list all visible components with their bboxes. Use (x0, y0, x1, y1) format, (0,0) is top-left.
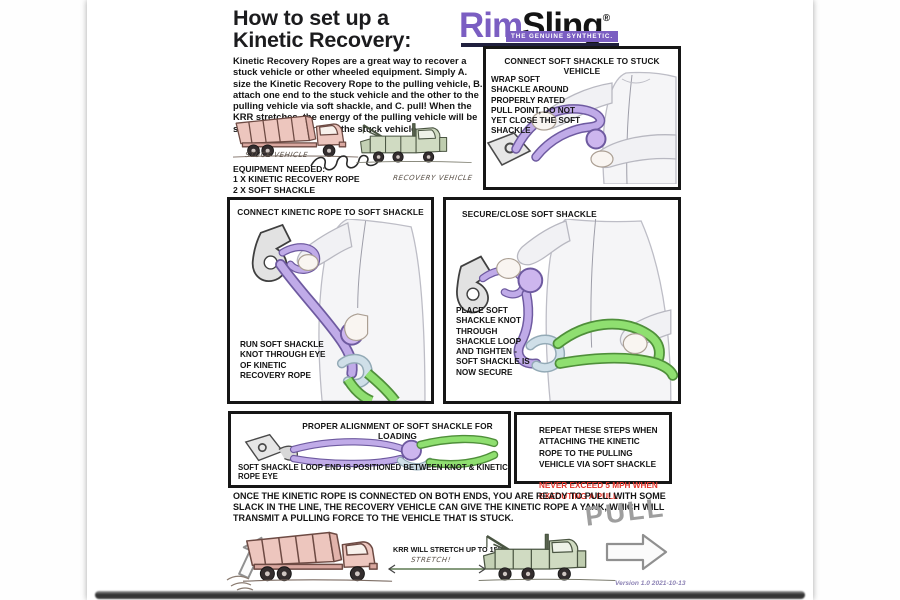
stuck-truck-scene-illustration (243, 531, 393, 582)
speed-warning: NEVER EXCEED 5 MPH WHEN EXECUTING A PULL (539, 480, 658, 502)
page-title: How to set up a Kinetic Recovery: (233, 7, 411, 51)
panel-connect-kinetic-rope: CONNECT KINETIC ROPE TO SOFT SHACKLE RUN… (227, 197, 434, 404)
recovery-vehicle-label: RECOVERY VEHICLE (392, 174, 474, 182)
repeat-instructions: REPEAT THESE STEPS WHEN ATTACHING THE KI… (539, 426, 658, 470)
logo-underline (461, 43, 619, 47)
stretch-rope-line (387, 564, 487, 574)
title-line-2: Kinetic Recovery: (233, 28, 412, 52)
thread-knot-instructions: RUN SOFT SHACKLE KNOT THROUGH EYE OF KIN… (240, 340, 326, 380)
rimsling-logo: RimSling® THE GENUINE SYNTHETIC. (459, 0, 689, 47)
alignment-illustration (244, 433, 499, 471)
panel-connect-soft-shackle-title: CONNECT SOFT SHACKLE TO STUCK VEHICLE (504, 56, 660, 76)
alignment-caption: SOFT SHACKLE LOOP END IS POSITIONED BETW… (238, 463, 508, 481)
panel-connect-kinetic-rope-title: CONNECT KINETIC ROPE TO SOFT SHACKLE (237, 207, 424, 217)
panel-proper-alignment: PROPER ALIGNMENT OF SOFT SHACKLE FOR LOA… (228, 411, 511, 488)
stuck-vehicle-illustration (233, 115, 359, 158)
wrap-shackle-instructions: WRAP SOFT SHACKLE AROUND PROPERLY RATED … (491, 75, 581, 136)
stuck-vehicle-label: STUCK VEHICLE (244, 151, 309, 159)
panel-repeat-warning: REPEAT THESE STEPS WHEN ATTACHING THE KI… (514, 412, 672, 501)
equipment-heading: EQUIPMENT NEEDED: (233, 164, 326, 174)
secure-shackle-instructions: PLACE SOFT SHACKLE KNOT THROUGH SHACKLE … (456, 306, 530, 377)
logo-tagline: THE GENUINE SYNTHETIC. (506, 31, 619, 42)
version-label: Version 1.0 2021-10-13 (615, 580, 686, 587)
thread-knot-illustration (251, 219, 426, 401)
equipment-item-rope: 1 X KINETIC RECOVERY ROPE (233, 174, 360, 185)
kinetic-recovery-poster: How to set up a Kinetic Recovery: Kineti… (87, 0, 813, 600)
panel-connect-soft-shackle: CONNECT SOFT SHACKLE TO STUCK VEHICLE WR… (483, 46, 681, 190)
equipment-item-shackle: 2 X SOFT SHACKLE (233, 184, 316, 195)
krr-stretch-label: KRR WILL STRETCH UP TO 15% (393, 545, 505, 554)
panel-secure-shackle-title: SECURE/CLOSE SOFT SHACKLE (462, 209, 597, 219)
equipment-needed-block: EQUIPMENT NEEDED: 1 X KINETIC RECOVERY R… (233, 164, 360, 195)
recovery-truck-scene-illustration (478, 533, 616, 582)
wrap-shackle-illustration (486, 71, 677, 184)
panel-secure-shackle: SECURE/CLOSE SOFT SHACKLE PLACE SOFT SHA… (443, 197, 681, 404)
recovery-vehicle-illustration (356, 123, 472, 163)
secure-shackle-illustration (456, 219, 678, 401)
ready-to-pull-paragraph: ONCE THE KINETIC ROPE IS CONNECTED ON BO… (233, 491, 666, 524)
panel-proper-alignment-title: PROPER ALIGNMENT OF SOFT SHACKLE FOR LOA… (302, 421, 493, 441)
title-line-1: How to set up a (233, 6, 389, 30)
bottom-edge-bar (95, 591, 805, 599)
pull-direction-arrow-icon (605, 533, 668, 571)
registered-mark: ® (602, 13, 611, 24)
